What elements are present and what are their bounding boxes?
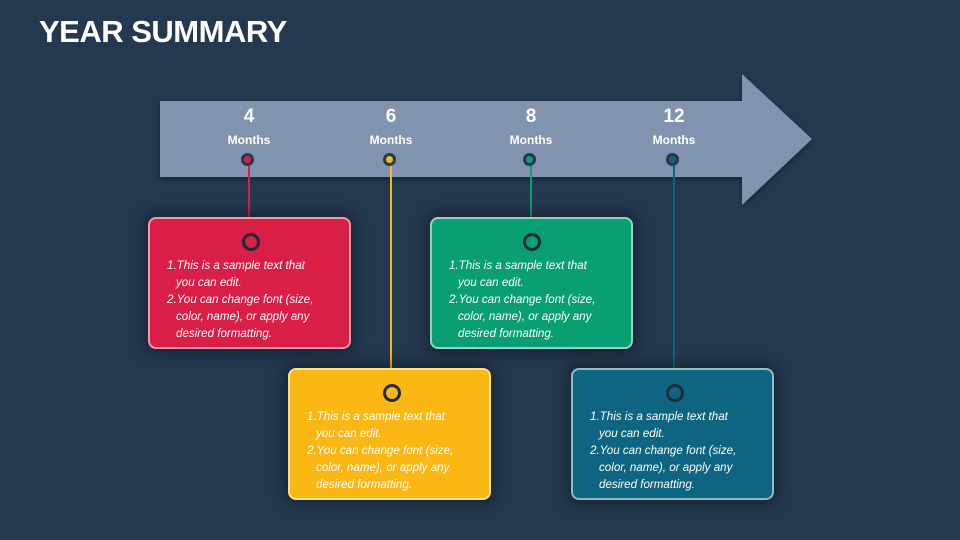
- timeline-dot-red: [241, 153, 254, 166]
- item-number: 1.: [449, 259, 459, 272]
- timeline-dot-yellow: [383, 153, 396, 166]
- item-text-continued: desired formatting.: [599, 478, 696, 491]
- item-text: This is a sample text that: [458, 259, 587, 272]
- connector-line-yellow: [390, 166, 392, 383]
- item-text: You can change font (size,: [316, 444, 454, 457]
- item-text: This is a sample text that: [599, 410, 728, 423]
- item-text: This is a sample text that: [316, 410, 445, 423]
- card-ring: [383, 384, 401, 402]
- summary-card-blue: 1.This is a sample text that you can edi…: [571, 368, 774, 500]
- item-text-continued: color, name), or apply any: [316, 461, 450, 474]
- item-number: 1.: [167, 259, 177, 272]
- milestone-value: 8: [525, 106, 537, 127]
- summary-card-yellow: 1.This is a sample text that you can edi…: [288, 368, 491, 500]
- milestone-unit: Months: [369, 133, 413, 147]
- item-text-continued: color, name), or apply any: [458, 310, 592, 323]
- item-text-continued: desired formatting.: [316, 478, 413, 491]
- milestone-6-months: 6 Months: [341, 106, 441, 148]
- list-item: 2.You can change font (size, color, name…: [307, 442, 453, 493]
- milestone-unit: Months: [227, 133, 271, 147]
- list-item: 2.You can change font (size, color, name…: [167, 291, 313, 342]
- card-text-list: 1.This is a sample text that you can edi…: [307, 408, 453, 493]
- milestone-12-months: 12 Months: [624, 106, 724, 148]
- connector-line-green: [530, 166, 532, 233]
- item-text-continued: you can edit.: [316, 427, 382, 440]
- milestone-8-months: 8 Months: [481, 106, 581, 148]
- item-text: You can change font (size,: [599, 444, 737, 457]
- milestone-unit: Months: [509, 133, 553, 147]
- item-number: 1.: [307, 410, 317, 423]
- milestone-unit: Months: [652, 133, 696, 147]
- summary-card-green: 1.This is a sample text that you can edi…: [430, 217, 633, 349]
- card-ring: [242, 233, 260, 251]
- item-text-continued: you can edit.: [176, 276, 242, 289]
- card-ring: [666, 384, 684, 402]
- item-text-continued: desired formatting.: [176, 327, 273, 340]
- milestone-value: 6: [385, 106, 397, 127]
- card-text-list: 1.This is a sample text that you can edi…: [590, 408, 736, 493]
- timeline-dot-green: [523, 153, 536, 166]
- item-number: 2.: [167, 293, 177, 306]
- item-text: You can change font (size,: [176, 293, 314, 306]
- list-item: 1.This is a sample text that you can edi…: [590, 408, 736, 442]
- item-text-continued: color, name), or apply any: [176, 310, 310, 323]
- item-text-continued: you can edit.: [599, 427, 665, 440]
- item-text: You can change font (size,: [458, 293, 596, 306]
- milestone-4-months: 4 Months: [199, 106, 299, 148]
- list-item: 1.This is a sample text that you can edi…: [307, 408, 453, 442]
- item-text: This is a sample text that: [176, 259, 305, 272]
- list-item: 2.You can change font (size, color, name…: [449, 291, 595, 342]
- timeline-dot-blue: [666, 153, 679, 166]
- item-number: 2.: [307, 444, 317, 457]
- page-title: YEAR SUMMARY: [39, 14, 287, 49]
- item-number: 2.: [449, 293, 459, 306]
- connector-line-red: [248, 166, 250, 233]
- list-item: 1.This is a sample text that you can edi…: [449, 257, 595, 291]
- arrow-shape: [160, 74, 812, 205]
- connector-line-blue: [673, 166, 675, 383]
- summary-card-red: 1.This is a sample text that you can edi…: [148, 217, 351, 349]
- item-text-continued: color, name), or apply any: [599, 461, 733, 474]
- list-item: 1.This is a sample text that you can edi…: [167, 257, 313, 291]
- milestone-value: 12: [663, 106, 685, 127]
- milestone-value: 4: [243, 106, 255, 127]
- item-number: 1.: [590, 410, 600, 423]
- item-number: 2.: [590, 444, 600, 457]
- item-text-continued: desired formatting.: [458, 327, 555, 340]
- card-text-list: 1.This is a sample text that you can edi…: [167, 257, 313, 342]
- card-ring: [523, 233, 541, 251]
- card-text-list: 1.This is a sample text that you can edi…: [449, 257, 595, 342]
- list-item: 2.You can change font (size, color, name…: [590, 442, 736, 493]
- item-text-continued: you can edit.: [458, 276, 524, 289]
